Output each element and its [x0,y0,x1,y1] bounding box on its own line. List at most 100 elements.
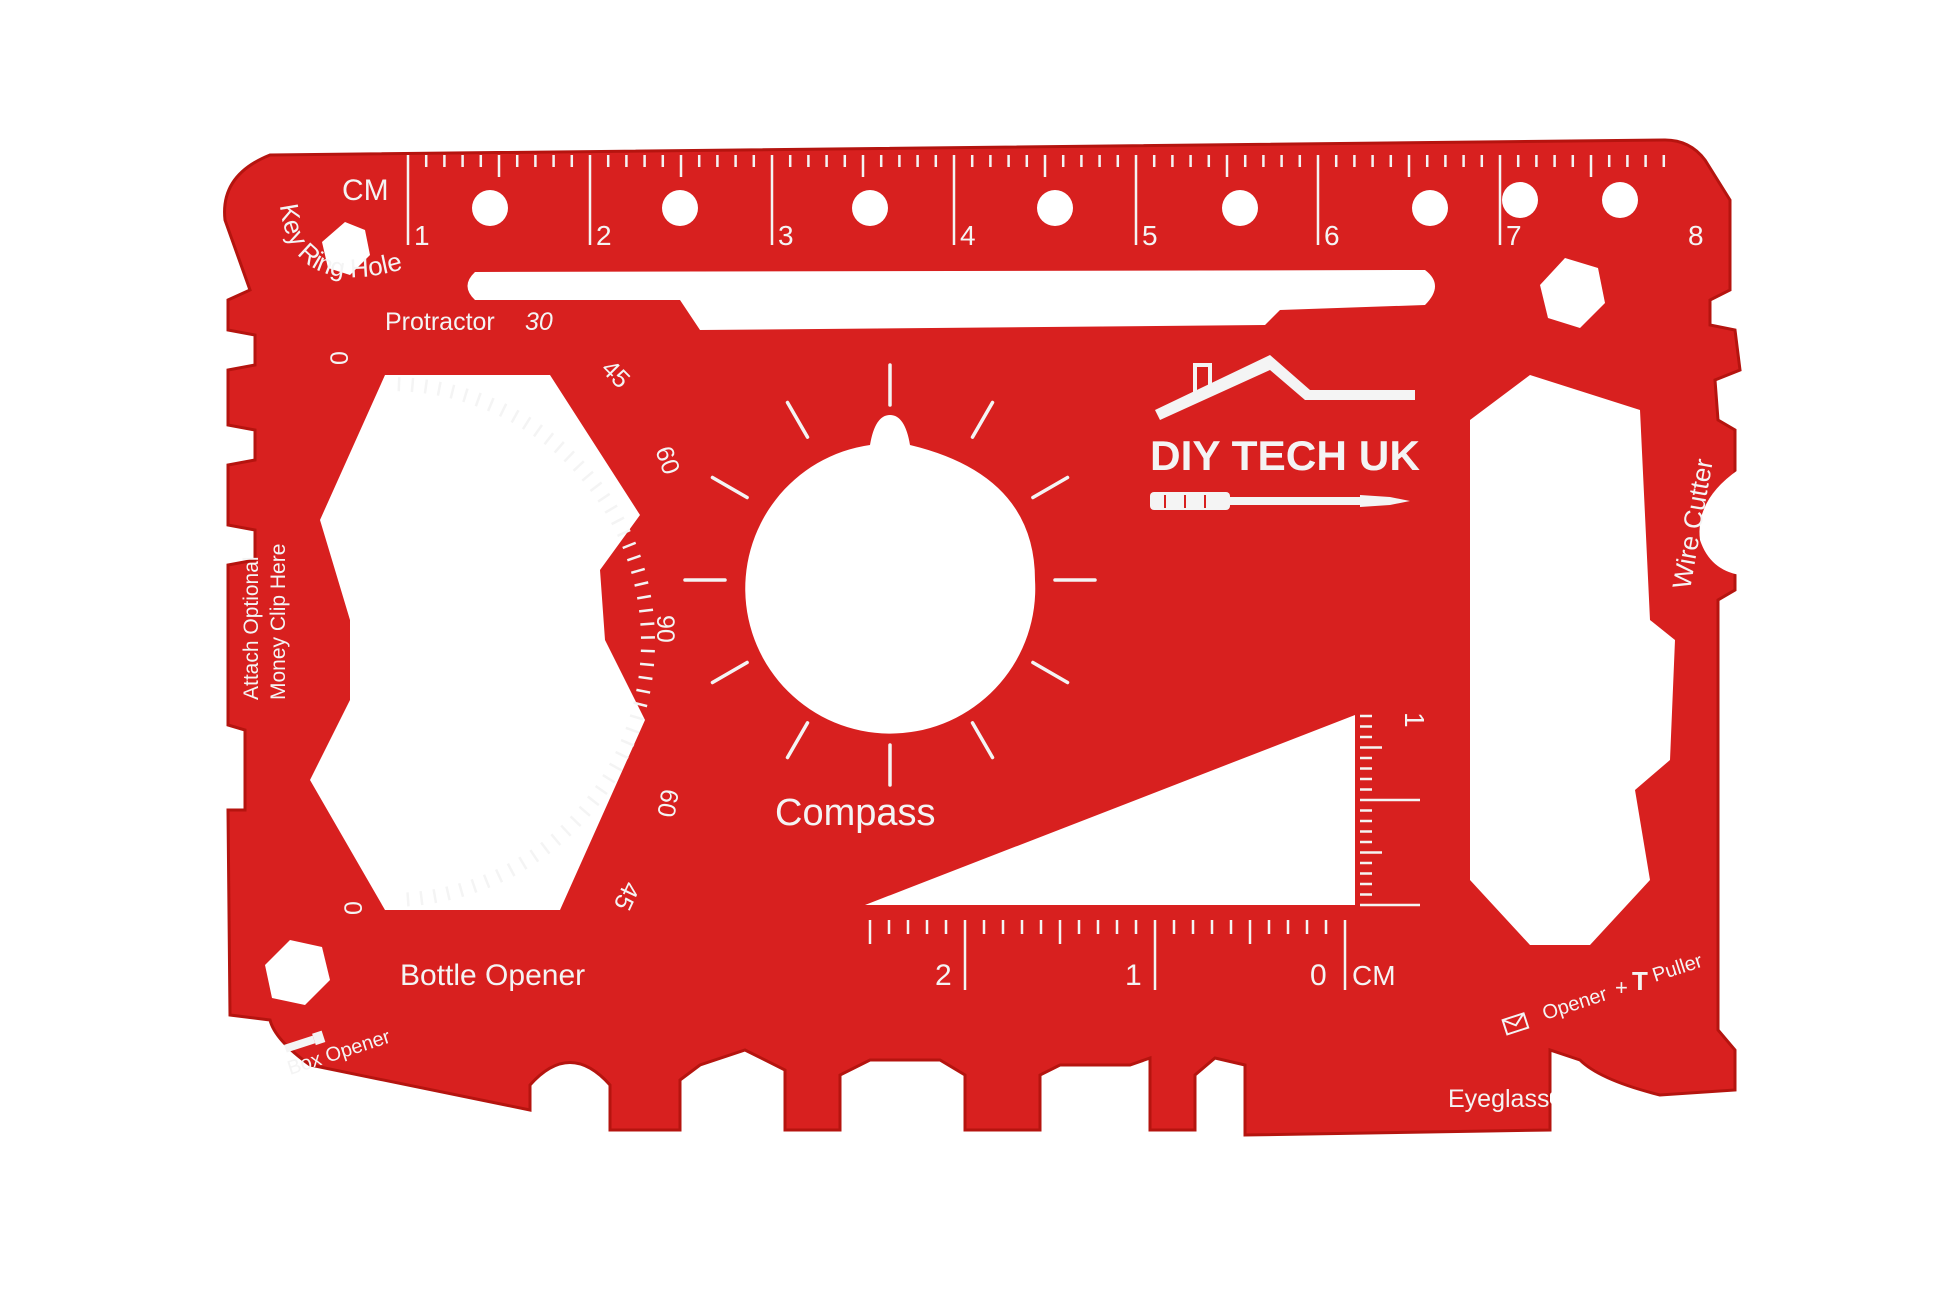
protractor-tick [636,594,652,600]
vertical-ruler-number: 1 [1399,712,1430,728]
top-hole [662,190,698,226]
protractor-tick [636,688,651,694]
bottle-opener-hole [310,375,645,910]
protractor-tick [419,890,424,906]
compass-ray [710,660,749,685]
protractor-tick [550,833,562,846]
chimney-icon [1193,363,1212,395]
protractor-tick [638,675,653,681]
protractor-tick [622,541,637,550]
protractor-tick [462,388,469,403]
protractor-tick [602,773,616,784]
money-clip-label-line2: Money Clip Here [267,544,290,700]
protractor-tick [457,882,465,898]
protractor-tick [589,481,603,492]
top-hole [1412,190,1448,226]
protractor-tick [608,762,623,772]
cutouts [265,182,1740,1104]
bottom-hex-hole [265,940,330,1005]
protractor-tick [482,874,491,889]
top-ruler-number: 3 [778,220,794,251]
protractor-ticks [397,377,655,907]
protractor-angle: 0 [340,901,368,915]
compass-hole [745,415,1036,734]
top-ruler-number: 8 [1688,220,1704,251]
top-ruler-unit: CM [342,174,389,207]
bottle-opener-label: Bottle Opener [400,959,585,992]
bottom-ruler-unit: CM [1352,960,1396,991]
protractor-tick [498,403,508,417]
protractor-tick [445,886,451,901]
protractor-angle: 0 [326,351,354,365]
top-hole [1502,182,1538,218]
bottom-ruler-number: 0 [1310,959,1327,992]
compass-ray [710,475,749,500]
protractor-tick [506,863,516,877]
protractor-tick [597,492,611,503]
compass-ray [1031,660,1070,685]
box-opener-icon [284,1030,326,1053]
protractor-tick [633,701,648,708]
protractor-tick [630,567,646,575]
protractor-tick [594,784,608,796]
protractor-tick [629,714,644,721]
protractor-tick [432,888,438,904]
compass-label: Compass [775,792,936,834]
top-ruler-number: 7 [1506,220,1522,251]
top-slot [467,270,1435,330]
top-ruler-number: 2 [596,220,612,251]
protractor-tick [406,892,410,907]
protractor-tick [410,377,415,393]
protractor-tick [638,608,654,613]
protractor-tick [540,841,551,855]
compass-ray [970,721,995,760]
eyeglass-mark [1550,1092,1625,1104]
protractor-tick [640,622,655,626]
hammer-icon: T [1632,966,1648,996]
money-clip-label-line1: Attach Optional [240,556,263,700]
compass-ray [785,721,810,760]
top-hole [852,190,888,226]
protractor-tick [510,409,520,424]
brand-logo-text: DIY TECH UK [1150,432,1420,479]
protractor-tick [560,824,572,837]
bottom-ruler-number: 1 [1125,959,1142,992]
top-ruler-labels: 1 2 3 4 5 6 7 8 [414,220,1704,251]
protractor-tick [634,581,649,587]
protractor-tick [474,392,482,407]
top-ruler-number: 5 [1142,220,1158,251]
protractor-tick [486,397,495,412]
top-ruler-number: 4 [960,220,976,251]
protractor-tick [569,815,582,827]
top-hole [1222,190,1258,226]
protractor-tick [639,662,655,667]
protractor-tick [553,441,565,454]
protractor-tick [616,528,631,538]
protractor-tick [611,516,625,526]
top-ruler-number: 1 [414,220,430,251]
wire-cutter-notch [1699,470,1740,575]
protractor-tick [578,805,591,817]
wire-cutter-slot [1470,375,1675,945]
top-hole [472,190,508,226]
protractor-label: Protractor [385,308,495,336]
protractor-tick [620,738,635,747]
eyeglass-mark-dot [1634,1092,1646,1104]
screwdriver-icon [1150,492,1410,510]
protractor-tick [532,424,544,438]
eyeglass-label: Eyeglass [1448,1085,1549,1113]
top-hole [1037,190,1073,226]
protractor-tick [449,384,456,399]
top-ruler-number: 6 [1324,220,1340,251]
corner-hex-hole [1540,258,1605,328]
protractor-tick [615,750,629,760]
protractor-angle: 30 [525,308,553,336]
protractor-tick [563,450,575,463]
protractor-tick [436,381,442,396]
compass-ray [970,400,995,439]
brand-logo: DIY TECH UK [1150,355,1420,510]
house-roof-icon [1155,355,1415,420]
protractor-tick [581,470,594,482]
